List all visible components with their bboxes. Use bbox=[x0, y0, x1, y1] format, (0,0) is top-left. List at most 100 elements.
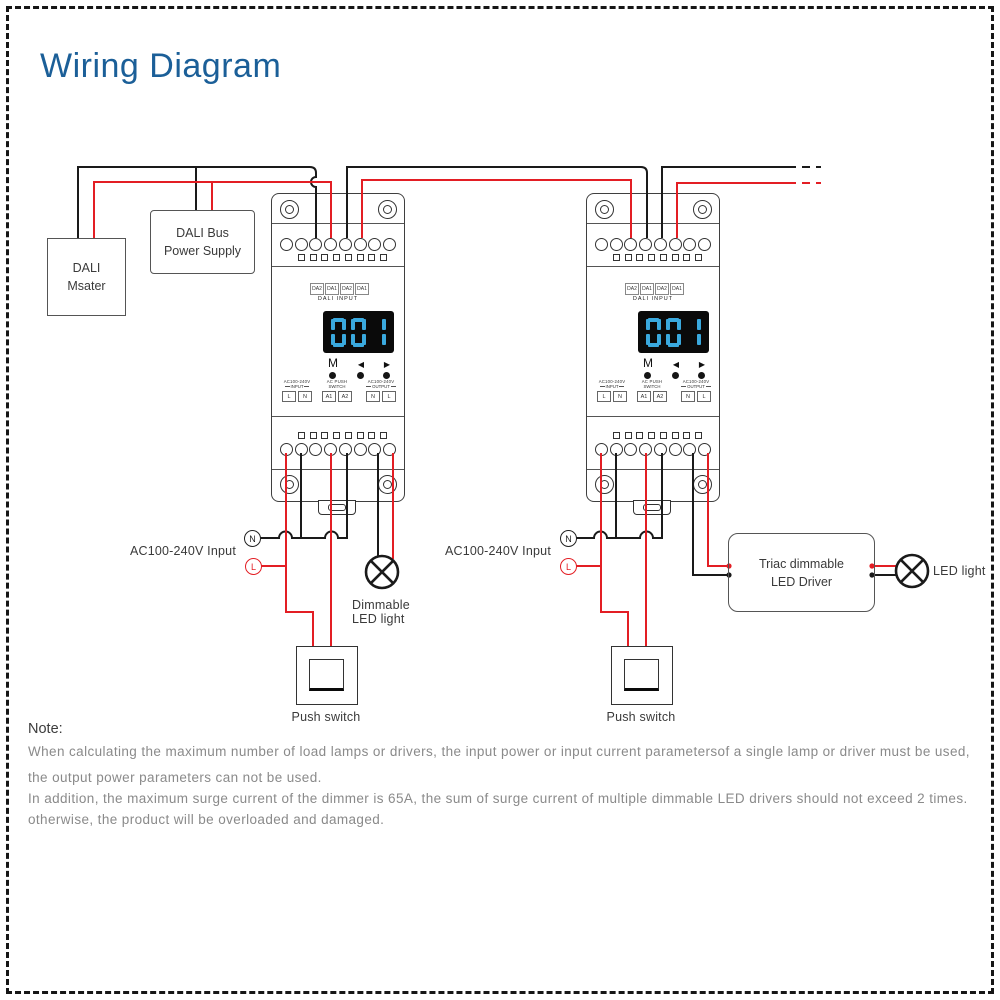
din-clip-icon bbox=[633, 500, 671, 515]
device-divider bbox=[272, 469, 404, 470]
push-switch-right bbox=[611, 646, 673, 705]
note-line-2: the output power parameters can not be u… bbox=[28, 770, 322, 785]
da-terminal-label: DA2 bbox=[310, 283, 324, 295]
ac-output-port: AC100-240V OUTPUT N L bbox=[359, 379, 403, 402]
da-terminal-label: DA2 bbox=[340, 283, 354, 295]
dali-bus-power-supply-box: DALI Bus Power Supply bbox=[150, 210, 255, 274]
ac-input-label-right: AC100-240V Input bbox=[444, 544, 551, 558]
terminal-box-a2: A2 bbox=[338, 391, 352, 402]
neutral-terminal-left: N bbox=[244, 530, 261, 547]
terminal-box-l: L bbox=[697, 391, 711, 402]
note-heading: Note: bbox=[28, 721, 63, 737]
ac-output-port: AC100-240V OUTPUT N L bbox=[674, 379, 718, 402]
terminal-circle-row-top bbox=[595, 238, 711, 251]
dali-input-label: DALI INPUT bbox=[317, 296, 359, 302]
terminal-box-n: N bbox=[366, 391, 380, 402]
device-divider bbox=[587, 469, 719, 470]
ac-input-port: AC100-240V INPUT L N bbox=[590, 379, 634, 402]
terminal-circle-row-top bbox=[280, 238, 396, 251]
push-switch-label-left: Push switch bbox=[291, 710, 361, 724]
prev-arrow-icon: ◀ bbox=[357, 360, 365, 369]
wire-neutral-run-dev2 bbox=[576, 530, 662, 539]
page-title: Wiring Diagram bbox=[40, 47, 282, 85]
terminal-box-n: N bbox=[613, 391, 627, 402]
terminal-circle-row-bottom bbox=[280, 443, 396, 456]
din-clip-icon bbox=[318, 500, 356, 515]
mode-button-label: M bbox=[328, 356, 338, 370]
next-button bbox=[698, 372, 705, 379]
dali-terminal-labels: DA2 DA1 DA2 DA1 bbox=[310, 283, 369, 295]
prev-arrow-icon: ◀ bbox=[672, 360, 680, 369]
terminal-box-a1: A1 bbox=[637, 391, 651, 402]
terminal-box-a1: A1 bbox=[322, 391, 336, 402]
note-line-3: In addition, the maximum surge current o… bbox=[28, 791, 968, 806]
device-divider bbox=[272, 266, 404, 267]
live-terminal-left: L bbox=[245, 558, 262, 575]
ac-push-switch-port: AC PUSH SWITCH A1 A2 bbox=[315, 379, 359, 402]
device-divider bbox=[587, 266, 719, 267]
mounting-hole-icon bbox=[378, 475, 397, 494]
neutral-terminal-right: N bbox=[560, 530, 577, 547]
mode-button-label: M bbox=[643, 356, 653, 370]
mounting-hole-icon bbox=[280, 200, 299, 219]
mounting-hole-icon bbox=[595, 475, 614, 494]
da-terminal-label: DA1 bbox=[640, 283, 654, 295]
ac-push-switch-port: AC PUSH SWITCH A1 A2 bbox=[630, 379, 674, 402]
dali-dimmer-device-right: DA2 DA1 DA2 DA1 DALI INPUT M ◀ ▶ AC100-2… bbox=[586, 193, 720, 515]
led-light-label: LED light bbox=[933, 564, 986, 578]
triac-dimmable-led-driver-box: Triac dimmable LED Driver bbox=[728, 533, 875, 612]
device-divider bbox=[587, 416, 719, 417]
next-arrow-icon: ▶ bbox=[698, 360, 706, 369]
terminal-box-n: N bbox=[298, 391, 312, 402]
note-line-1: When calculating the maximum number of l… bbox=[28, 744, 970, 759]
next-button bbox=[383, 372, 390, 379]
terminal-box-l: L bbox=[282, 391, 296, 402]
mounting-hole-icon bbox=[693, 200, 712, 219]
note-line-4: otherwise, the product will be overloade… bbox=[28, 812, 385, 827]
dali-master-box: DALI Msater bbox=[47, 238, 126, 316]
dimmable-led-lamp-icon bbox=[364, 554, 400, 590]
device-divider bbox=[272, 416, 404, 417]
terminal-box-a2: A2 bbox=[653, 391, 667, 402]
page-dashed-border bbox=[6, 6, 994, 994]
prev-button bbox=[357, 372, 364, 379]
device-divider bbox=[272, 223, 404, 224]
mode-button bbox=[644, 372, 651, 379]
da-terminal-label: DA2 bbox=[655, 283, 669, 295]
led-display bbox=[638, 311, 709, 353]
terminal-box-l: L bbox=[382, 391, 396, 402]
push-switch-left bbox=[296, 646, 358, 705]
terminal-circle-row-bottom bbox=[595, 443, 711, 456]
ac-input-label-left: AC100-240V Input bbox=[129, 544, 236, 558]
wire-neutral-run-dev1 bbox=[260, 530, 347, 539]
da-terminal-label: DA1 bbox=[325, 283, 339, 295]
da-terminal-label: DA1 bbox=[670, 283, 684, 295]
device-divider bbox=[587, 223, 719, 224]
mounting-hole-icon bbox=[378, 200, 397, 219]
mode-button bbox=[329, 372, 336, 379]
mounting-hole-icon bbox=[280, 475, 299, 494]
dali-input-label: DALI INPUT bbox=[632, 296, 674, 302]
terminal-square-row-bottom bbox=[298, 432, 387, 439]
live-terminal-right: L bbox=[560, 558, 577, 575]
prev-button bbox=[672, 372, 679, 379]
terminal-box-n: N bbox=[681, 391, 695, 402]
da-terminal-label: DA2 bbox=[625, 283, 639, 295]
led-light-lamp-icon bbox=[894, 553, 930, 589]
terminal-square-row-top bbox=[298, 254, 387, 261]
next-arrow-icon: ▶ bbox=[383, 360, 391, 369]
terminal-square-row-top bbox=[613, 254, 702, 261]
push-switch-label-right: Push switch bbox=[606, 710, 676, 724]
dali-terminal-labels: DA2 DA1 DA2 DA1 bbox=[625, 283, 684, 295]
ac-input-port: AC100-240V INPUT L N bbox=[275, 379, 319, 402]
mounting-hole-icon bbox=[595, 200, 614, 219]
mounting-hole-icon bbox=[693, 475, 712, 494]
dali-dimmer-device-left: DA2 DA1 DA2 DA1 DALI INPUT M ◀ ▶ AC100-2… bbox=[271, 193, 405, 515]
dimmable-led-label: Dimmable LED light bbox=[352, 598, 410, 626]
da-terminal-label: DA1 bbox=[355, 283, 369, 295]
terminal-box-l: L bbox=[597, 391, 611, 402]
push-switch-button bbox=[309, 659, 344, 691]
push-switch-button bbox=[624, 659, 659, 691]
